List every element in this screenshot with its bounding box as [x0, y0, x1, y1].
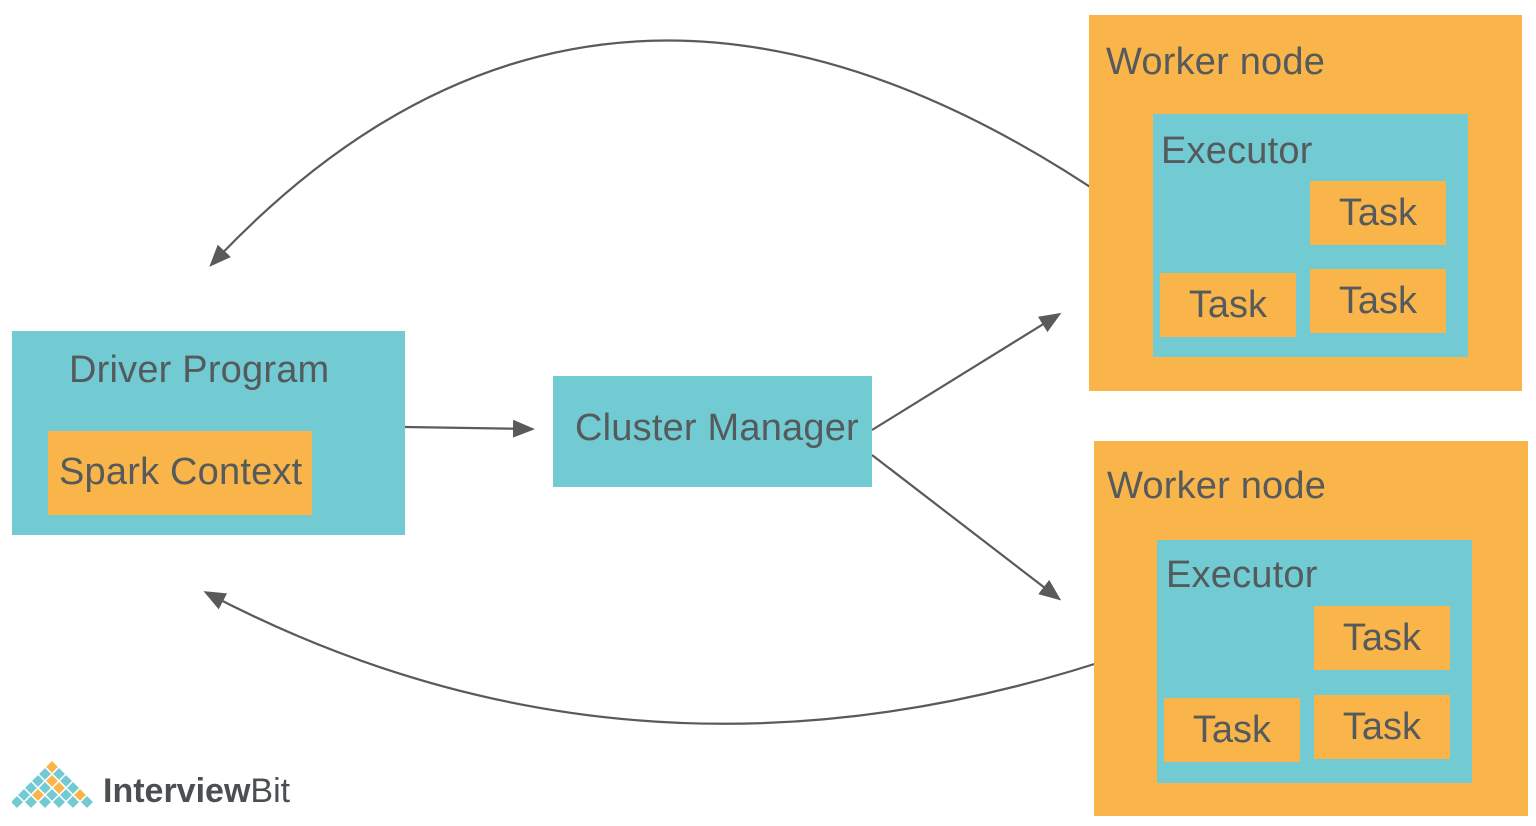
worker-node-2-title: Worker node	[1107, 465, 1327, 507]
worker1-task-3: Task	[1310, 269, 1446, 333]
executor-2-label: Executor	[1166, 554, 1318, 596]
executor-1-box: Executor Task Task Task	[1153, 114, 1468, 357]
brand-name-bold: Interview	[103, 772, 251, 810]
worker-node-1-title: Worker node	[1106, 41, 1326, 83]
spark-context-box: Spark Context	[48, 431, 312, 515]
brand-name: InterviewBit	[103, 772, 290, 811]
worker1-task-1: Task	[1310, 181, 1446, 245]
executor-2-box: Executor Task Task Task	[1157, 540, 1472, 783]
executor-1-label: Executor	[1161, 130, 1313, 172]
cluster-worker1-arrow	[871, 312, 1062, 431]
worker2-task-1: Task	[1314, 606, 1450, 670]
cluster-manager-label: Cluster Manager	[575, 407, 859, 449]
driver-program-box: Driver Program Spark Context	[12, 331, 405, 535]
interviewbit-logo-icon	[12, 758, 96, 811]
driver-worker1-arrow	[209, 39, 1118, 267]
cluster-manager-box: Cluster Manager	[553, 376, 872, 487]
spark-context-label: Spark Context	[59, 451, 303, 493]
worker-node-2: Worker node Executor Task Task Task	[1094, 441, 1528, 816]
cluster-worker2-arrow	[871, 454, 1062, 601]
worker-node-1: Worker node Executor Task Task Task	[1089, 15, 1522, 391]
worker2-task-3: Task	[1314, 695, 1450, 759]
worker1-task-2: Task	[1160, 273, 1296, 337]
worker2-task-2: Task	[1164, 698, 1300, 762]
brand-name-light: Bit	[250, 772, 291, 810]
driver-worker2-arrow	[203, 591, 1132, 725]
driver-program-title: Driver Program	[69, 349, 330, 391]
